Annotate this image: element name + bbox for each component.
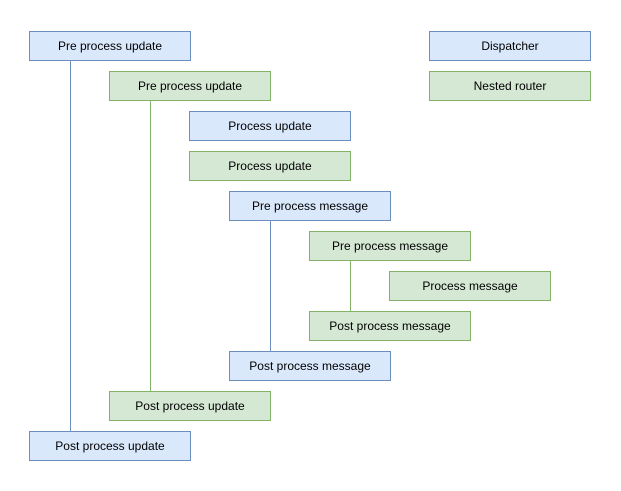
node-pre-process-update-router[interactable]: Pre process update <box>109 71 271 101</box>
edge-dispatcher-message-span <box>270 221 271 351</box>
node-post-process-update-dispatcher[interactable]: Post process update <box>29 431 191 461</box>
node-pre-process-message-dispatcher[interactable]: Pre process message <box>229 191 391 221</box>
node-process-message-router[interactable]: Process message <box>389 271 551 301</box>
node-post-process-message-dispatcher[interactable]: Post process message <box>229 351 391 381</box>
node-label: Process message <box>422 278 518 293</box>
edge-router-update-span <box>150 101 151 391</box>
node-label: Process update <box>228 118 312 133</box>
node-label: Post process update <box>135 398 245 413</box>
node-label: Pre process message <box>331 238 449 253</box>
node-label: Post process message <box>249 358 371 373</box>
node-process-update-router[interactable]: Process update <box>189 151 351 181</box>
edge-router-message-span <box>350 261 351 311</box>
node-label: Pre process message <box>251 198 369 213</box>
node-label: Pre process update <box>137 78 243 93</box>
legend-label: Dispatcher <box>481 38 539 53</box>
node-label: Post process message <box>329 318 451 333</box>
edge-dispatcher-update-span <box>70 61 71 431</box>
legend-nested-router[interactable]: Nested router <box>429 71 591 101</box>
node-label: Post process update <box>55 438 165 453</box>
node-post-process-update-router[interactable]: Post process update <box>109 391 271 421</box>
node-label: Process update <box>228 158 312 173</box>
legend-dispatcher[interactable]: Dispatcher <box>429 31 591 61</box>
node-pre-process-message-router[interactable]: Pre process message <box>309 231 471 261</box>
node-label: Pre process update <box>57 38 163 53</box>
node-pre-process-update-dispatcher[interactable]: Pre process update <box>29 31 191 61</box>
node-post-process-message-router[interactable]: Post process message <box>309 311 471 341</box>
node-process-update-dispatcher[interactable]: Process update <box>189 111 351 141</box>
legend-label: Nested router <box>473 78 547 93</box>
